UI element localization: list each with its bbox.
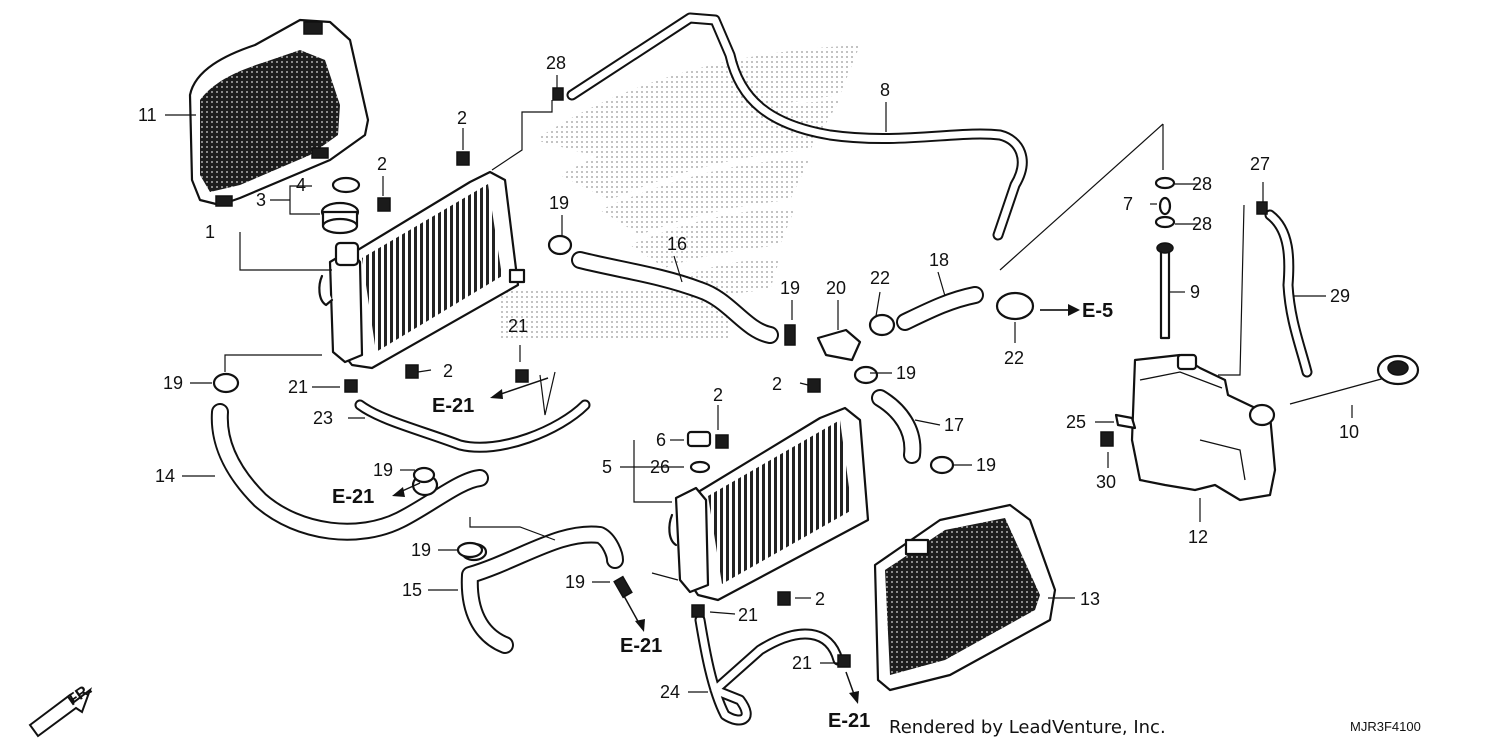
reference-labels: E-21 E-21 E-21 E-21 E-5 [332,300,1113,732]
callout-2: 2 [772,374,782,394]
callout-29: 29 [1330,286,1350,306]
reservoir-cap [1289,354,1420,405]
lower-hose-left [210,372,489,541]
callout-5: 5 [602,457,612,477]
callout-2: 2 [457,108,467,128]
callout-14: 14 [155,466,175,486]
callout-23: 23 [313,408,333,428]
radiator-upper [318,170,526,370]
callout-10: 10 [1339,422,1359,442]
reservoir-tube [1256,201,1313,378]
callout-22: 22 [1004,348,1024,368]
callout-25: 25 [1066,412,1086,432]
reference-e21: E-21 [432,395,474,417]
callout-11: 11 [138,105,157,125]
thermostat-joint [816,328,862,362]
radiator-cap [320,201,360,235]
callout-19: 19 [549,193,569,213]
callout-19: 19 [565,572,585,592]
callout-28: 28 [546,53,566,73]
callout-labels: 11 1 3 4 2 2 28 8 19 16 19 20 22 18 22 2… [138,53,1359,702]
callout-15: 15 [402,580,422,600]
callout-8: 8 [880,80,890,100]
radiator-shroud-right [873,503,1057,692]
clip-group [377,151,821,606]
callout-26: 26 [650,457,670,477]
callout-16: 16 [667,234,687,254]
hose-clamp-group [412,466,484,559]
honda-wing-watermark [500,45,860,340]
credit-text: Rendered by LeadVenture, Inc. [889,717,1166,738]
callout-24: 24 [660,682,680,702]
callout-1: 1 [205,222,215,242]
reference-e21: E-21 [828,710,870,732]
callout-19: 19 [373,460,393,480]
callout-22: 22 [870,268,890,288]
callout-2: 2 [377,154,387,174]
reference-arrows [392,304,1080,704]
callout-19: 19 [163,373,183,393]
callout-28: 28 [1192,214,1212,234]
callout-21: 21 [792,653,812,673]
callout-12: 12 [1188,527,1208,547]
reference-e21: E-21 [620,635,662,657]
callout-18: 18 [929,250,949,270]
callout-21: 21 [508,316,528,336]
callout-2: 2 [713,385,723,405]
callout-17: 17 [944,415,964,435]
radiator-lower [668,406,870,602]
thermostat-hose [868,286,1035,337]
leader-lines [165,75,1353,693]
callout-9: 9 [1190,282,1200,302]
callout-19: 19 [411,540,431,560]
callout-3: 3 [256,190,266,210]
callout-19: 19 [780,278,800,298]
callout-21: 21 [288,377,308,397]
overflow-hose [552,12,1028,241]
lower-right-hose [853,365,955,475]
callout-2: 2 [815,589,825,609]
callout-6: 6 [656,430,666,450]
upper-hose [547,234,796,346]
lower-bypass-tube [691,604,851,726]
callout-19: 19 [896,363,916,383]
reference-e5: E-5 [1082,300,1113,322]
reservoir-breather [1154,176,1176,340]
tank-fasteners [1100,413,1137,447]
reservoir-tank [1130,353,1277,502]
callout-7: 7 [1123,194,1133,214]
radiator-shroud-left [188,18,370,207]
callout-30: 30 [1096,472,1116,492]
callout-2: 2 [443,361,453,381]
callout-19: 19 [976,455,996,475]
callout-20: 20 [826,278,846,298]
diagram-code: MJR3F4100 [1350,719,1421,734]
callout-21: 21 [738,605,758,625]
callout-13: 13 [1080,589,1100,609]
callout-28: 28 [1192,174,1212,194]
bypass-hose [344,369,591,453]
reference-e21: E-21 [332,486,374,508]
front-direction-arrow: FR. [28,681,95,738]
callout-27: 27 [1250,154,1270,174]
o-ring [331,176,361,194]
lower-hose-center [460,525,633,654]
callout-4: 4 [296,175,306,195]
